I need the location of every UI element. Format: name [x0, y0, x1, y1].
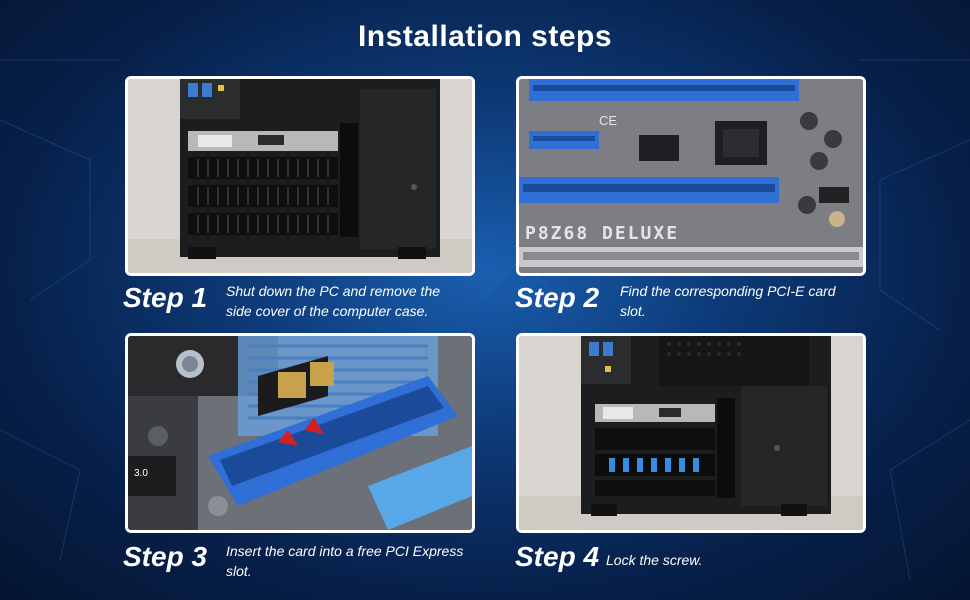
photo-card-installed — [516, 333, 866, 533]
photo-insert-card: 3.0 — [125, 333, 475, 533]
step-1-label: Step 1 — [123, 282, 208, 313]
step-4-description: Lock the screw. — [606, 552, 703, 568]
step-4-label: Step 4 — [515, 541, 600, 572]
step-2-description: Find the corresponding PCI-E card slot. — [620, 283, 836, 319]
photo-case-rear — [125, 76, 475, 276]
page-title: Installation steps — [357, 20, 613, 53]
step-3-label: Step 3 — [123, 541, 208, 572]
step-1-description: Shut down the PC and remove the side cov… — [226, 283, 441, 319]
step-3-description: Insert the card into a free PCI Express … — [226, 543, 464, 579]
photo-motherboard-slots: CE P8Z68 DELUXE — [516, 76, 866, 276]
ce-mark: CE — [599, 113, 617, 128]
board-model-text: P8Z68 DELUXE — [525, 223, 679, 244]
step-2-label: Step 2 — [515, 282, 600, 313]
usb-label: 3.0 — [134, 468, 148, 479]
